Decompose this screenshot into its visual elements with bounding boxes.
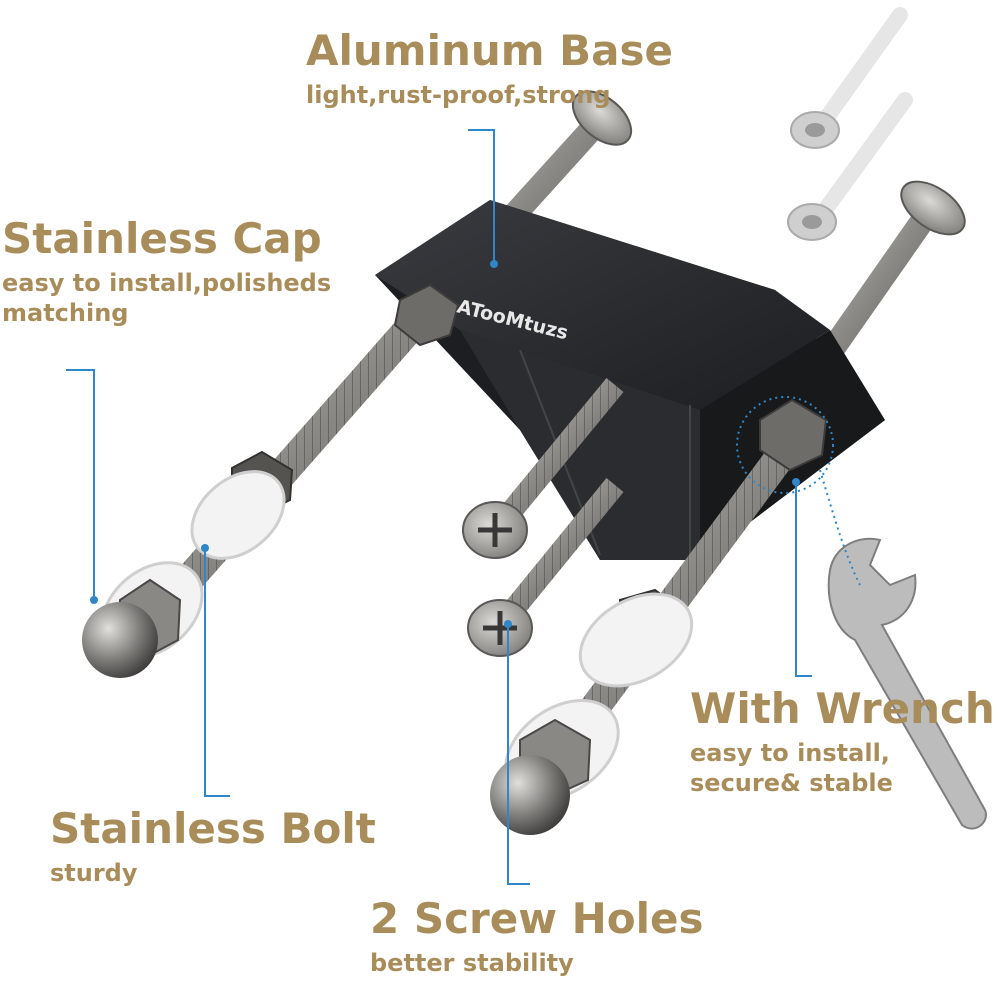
label-stainless-bolt: Stainless Bolt sturdy	[50, 808, 376, 888]
label-subtitle-line: easy to install,	[690, 739, 890, 767]
callout-stainless-bolt	[204, 548, 230, 797]
label-subtitle: light,rust-proof,strong	[306, 80, 673, 110]
aluminum-base-block	[375, 200, 885, 560]
label-title: Aluminum Base	[306, 26, 673, 75]
label-aluminum-base: Aluminum Base light,rust-proof,strong	[306, 30, 673, 110]
screw-left	[462, 378, 624, 559]
label-screw-holes: 2 Screw Holes better stability	[370, 898, 704, 978]
label-subtitle: easy to install, secure& stable	[690, 738, 995, 798]
callout-lines	[66, 129, 861, 885]
label-subtitle-line: light,rust-proof,strong	[306, 81, 611, 109]
label-subtitle: easy to install,polisheds matching	[2, 268, 331, 328]
label-subtitle-line: sturdy	[50, 859, 138, 887]
callout-stainless-cap	[66, 369, 95, 600]
callout-wrench	[795, 482, 812, 677]
label-subtitle: sturdy	[50, 858, 376, 888]
label-subtitle-line: better stability	[370, 949, 574, 977]
wall-anchors	[787, 7, 913, 241]
label-stainless-cap: Stainless Cap easy to install,polisheds …	[2, 218, 331, 328]
left-bolt-assembly	[82, 283, 460, 678]
label-subtitle-line: matching	[2, 299, 129, 327]
callout-wrench-circle	[736, 396, 834, 494]
label-title: 2 Screw Holes	[370, 894, 704, 943]
label-title: With Wrench	[690, 684, 995, 733]
screw-right	[467, 478, 624, 657]
label-subtitle-line: easy to install,polisheds	[2, 269, 332, 297]
right-bolt-assembly	[490, 398, 828, 835]
label-title: Stainless Cap	[2, 214, 322, 263]
callout-screw-holes	[507, 624, 530, 885]
label-with-wrench: With Wrench easy to install, secure& sta…	[690, 688, 995, 798]
label-title: Stainless Bolt	[50, 804, 376, 853]
wrench	[827, 537, 987, 830]
label-subtitle-line: secure& stable	[690, 769, 893, 797]
label-subtitle: better stability	[370, 948, 704, 978]
callout-dots	[90, 260, 800, 628]
callout-aluminum-base	[468, 129, 495, 262]
